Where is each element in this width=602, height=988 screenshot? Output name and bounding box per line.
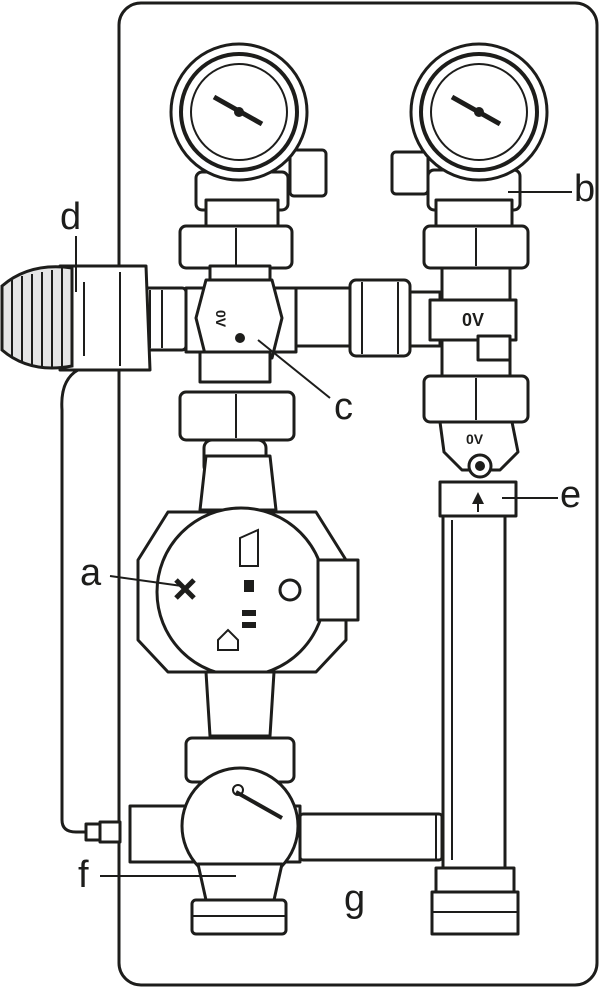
thermostat-head xyxy=(0,264,152,834)
label-d: d xyxy=(60,196,82,238)
bypass-pipe xyxy=(298,812,444,862)
label-c: c xyxy=(334,386,353,428)
cross-pipe xyxy=(278,278,442,358)
right-fittings xyxy=(390,150,530,518)
flow-thermometer-left xyxy=(169,42,309,182)
valve-mark-lower: 0V xyxy=(466,431,484,447)
left-fittings xyxy=(138,148,328,476)
valve-mark-upper: 0V xyxy=(213,310,229,328)
leader-lines xyxy=(75,191,572,877)
circulation-pump xyxy=(136,454,360,738)
label-e: e xyxy=(560,474,582,516)
return-riser xyxy=(430,511,520,936)
label-b: b xyxy=(574,168,596,210)
return-thermometer-right xyxy=(409,42,549,182)
label-g: g xyxy=(344,878,366,920)
label-f: f xyxy=(78,854,89,896)
label-a: a xyxy=(80,552,102,594)
mixing-valve xyxy=(84,736,302,936)
valve-mark-right: 0V xyxy=(462,310,484,330)
